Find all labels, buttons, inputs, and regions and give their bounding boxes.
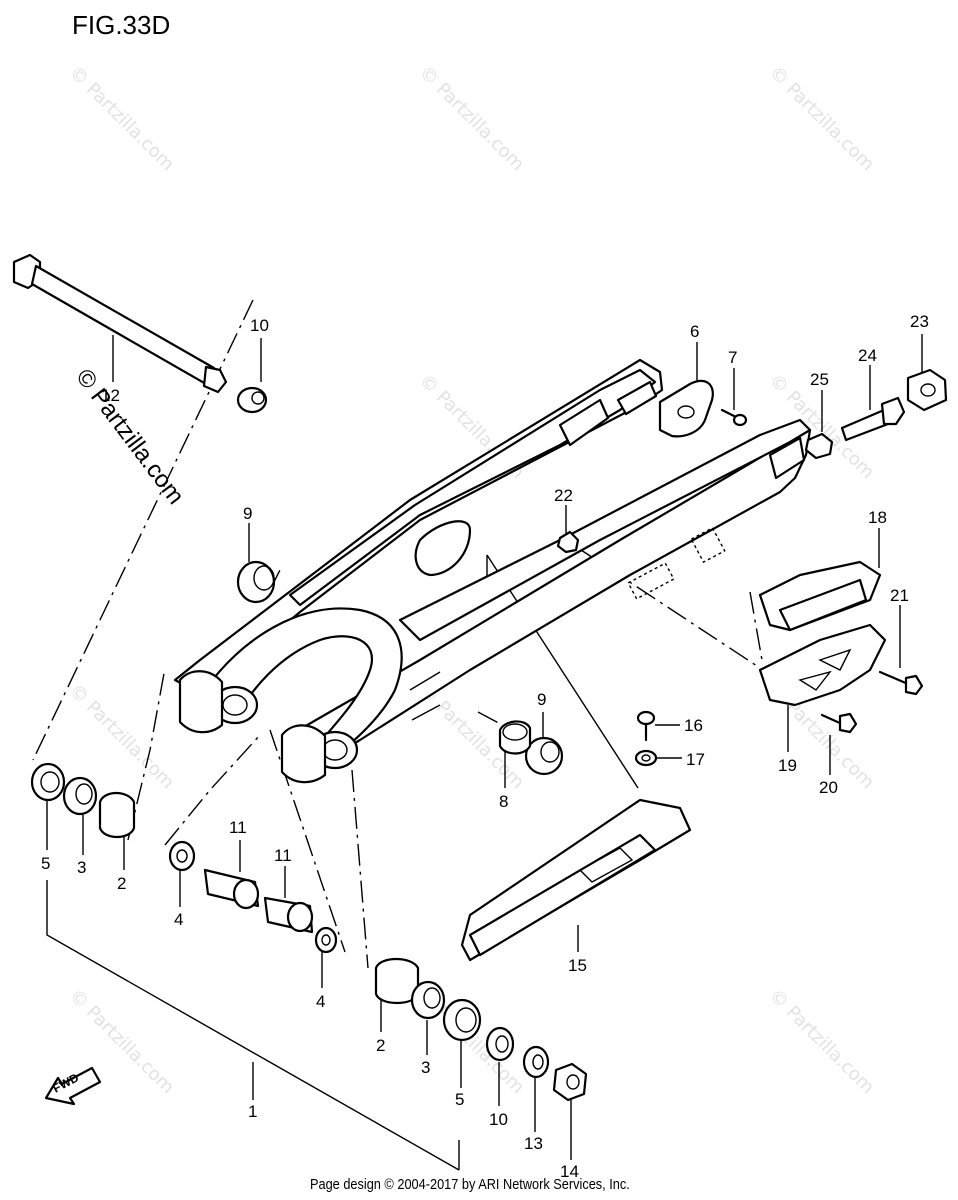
collar-11-b bbox=[263, 896, 314, 934]
callout-16[interactable]: 16 bbox=[684, 716, 703, 735]
copyright-footer: Page design © 2004-2017 by ARI Network S… bbox=[310, 1176, 630, 1193]
forward-arrow-icon bbox=[44, 1066, 102, 1106]
callout-3[interactable]: 3 bbox=[421, 1058, 431, 1077]
callout-11[interactable]: 11 bbox=[229, 818, 247, 837]
callout-22[interactable]: 22 bbox=[554, 486, 573, 505]
adjuster-bolt bbox=[840, 396, 906, 442]
callout-5[interactable]: 5 bbox=[455, 1090, 465, 1109]
chain-guide-lower bbox=[758, 623, 887, 707]
chain-adjuster-plate bbox=[658, 379, 714, 438]
screw-16 bbox=[636, 710, 656, 742]
bearing-9-left bbox=[236, 560, 276, 604]
bearing-9-right bbox=[524, 736, 564, 776]
callout-10[interactable]: 10 bbox=[250, 316, 269, 335]
spacer-3-left bbox=[62, 776, 98, 816]
chain-guide-upper bbox=[758, 560, 882, 632]
bushing-8 bbox=[498, 720, 532, 755]
swing-arm bbox=[173, 358, 812, 784]
callout-3[interactable]: 3 bbox=[77, 858, 87, 877]
callout-7[interactable]: 7 bbox=[728, 348, 738, 367]
callout-4[interactable]: 4 bbox=[174, 910, 184, 929]
callout-12[interactable]: 12 bbox=[101, 386, 120, 405]
callout-5[interactable]: 5 bbox=[41, 854, 51, 873]
callout-4[interactable]: 4 bbox=[316, 992, 326, 1011]
callout-13[interactable]: 13 bbox=[524, 1134, 543, 1153]
washer-10-bottom bbox=[485, 1026, 515, 1062]
callout-19[interactable]: 19 bbox=[778, 756, 797, 775]
bolt-20 bbox=[820, 712, 858, 734]
figure-title: FIG.33D bbox=[72, 10, 171, 40]
callout-14[interactable]: 14 bbox=[560, 1162, 579, 1181]
callout-25[interactable]: 25 bbox=[810, 370, 829, 389]
callout-2[interactable]: 2 bbox=[376, 1036, 386, 1055]
adjuster-nut bbox=[804, 432, 834, 460]
callout-6[interactable]: 6 bbox=[690, 322, 700, 341]
chain-buffer bbox=[460, 798, 692, 962]
washer-17 bbox=[634, 749, 658, 767]
callout-1[interactable]: 1 bbox=[248, 1102, 258, 1121]
callout-20[interactable]: 20 bbox=[819, 778, 838, 797]
seal-5-right bbox=[442, 998, 482, 1042]
callout-2[interactable]: 2 bbox=[117, 874, 127, 893]
callout-23[interactable]: 23 bbox=[910, 312, 929, 331]
callout-11[interactable]: 11 bbox=[274, 846, 292, 865]
washer-4-left bbox=[168, 840, 196, 872]
adjuster-block bbox=[906, 368, 948, 412]
nut-22 bbox=[556, 530, 580, 554]
callout-9[interactable]: 9 bbox=[537, 690, 547, 709]
collar-11-a bbox=[203, 868, 260, 910]
nut-14 bbox=[552, 1062, 588, 1102]
pivot-shaft bbox=[12, 253, 228, 394]
washer-13 bbox=[522, 1045, 550, 1079]
seal-5-left bbox=[30, 762, 66, 802]
callout-24[interactable]: 24 bbox=[858, 346, 877, 365]
callout-17[interactable]: 17 bbox=[686, 750, 705, 769]
washer-4-right bbox=[314, 926, 338, 954]
callout-21[interactable]: 21 bbox=[890, 586, 909, 605]
washer-10-top bbox=[236, 386, 268, 414]
callout-15[interactable]: 15 bbox=[568, 956, 587, 975]
callout-9[interactable]: 9 bbox=[243, 504, 253, 523]
callout-8[interactable]: 8 bbox=[499, 792, 509, 811]
callout-10[interactable]: 10 bbox=[489, 1110, 508, 1129]
callout-18[interactable]: 18 bbox=[868, 508, 887, 527]
adjuster-screw bbox=[720, 408, 748, 427]
bolt-21 bbox=[878, 670, 924, 696]
spacer-3-right bbox=[410, 980, 446, 1020]
bearing-2-left bbox=[98, 791, 136, 839]
